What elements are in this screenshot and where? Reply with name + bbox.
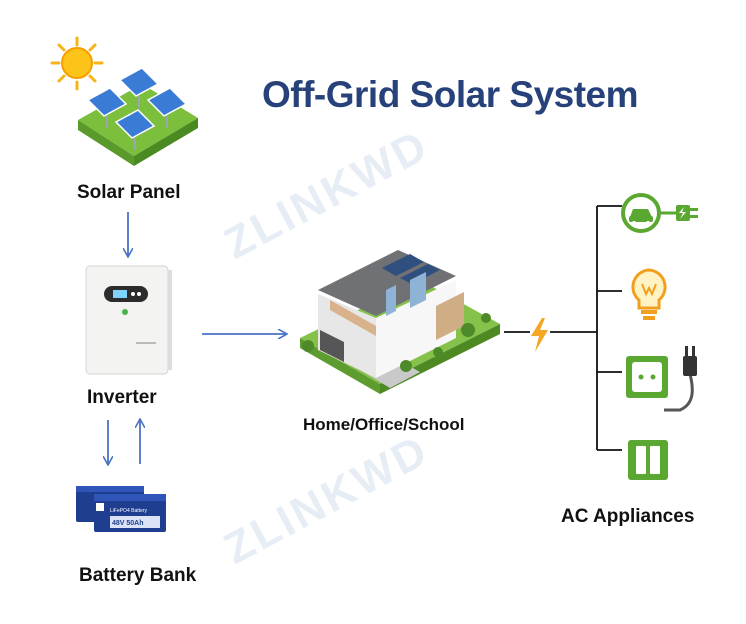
battery-bank-label: Battery Bank bbox=[79, 565, 197, 586]
solar-panel-label: Solar Panel bbox=[77, 182, 181, 203]
diagram-title: Off-Grid Solar System bbox=[262, 74, 639, 115]
inverter-icon bbox=[85, 265, 172, 375]
sun-icon bbox=[50, 36, 104, 91]
battery-spec-text: 48V 50Ah bbox=[112, 520, 144, 527]
battery-bank-icon: LiFePO4 Battery 48V 50Ah bbox=[76, 486, 166, 532]
inverter-label: Inverter bbox=[87, 387, 157, 408]
lightning-bolt-icon bbox=[531, 318, 548, 352]
distribution-lines bbox=[504, 205, 622, 451]
home-label: Home/Office/School bbox=[303, 415, 465, 434]
ac-appliances-label: AC Appliances bbox=[561, 506, 695, 527]
battery-brand-text: LiFePO4 Battery bbox=[110, 508, 147, 514]
power-socket-icon bbox=[626, 346, 697, 412]
house-icon bbox=[300, 250, 500, 394]
solar-panel-icon bbox=[78, 67, 198, 166]
light-bulb-icon bbox=[631, 268, 667, 320]
light-switch-icon bbox=[628, 440, 668, 480]
car-charger-icon bbox=[621, 193, 698, 233]
